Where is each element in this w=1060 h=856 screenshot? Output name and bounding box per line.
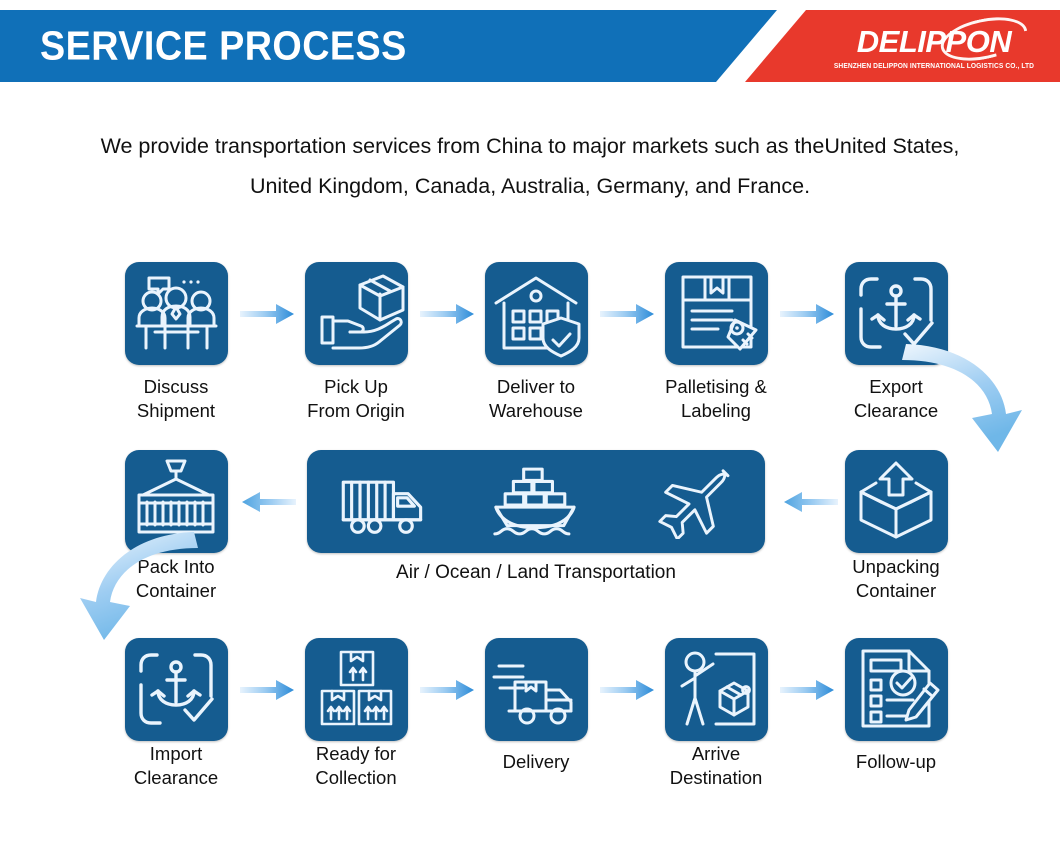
arrow-right-4 <box>780 301 836 327</box>
warehouse-shield-icon <box>494 276 581 358</box>
caption-line-1: Arrive <box>691 743 741 764</box>
step-caption-deliver-to-warehouse: Deliver to Warehouse <box>456 375 616 423</box>
arrow-left-1 <box>240 489 296 515</box>
step-caption-import-clearance: Import Clearance <box>96 742 256 790</box>
step-caption-arrive-destination: Arrive Destination <box>636 742 796 790</box>
step-tile-palletising-labeling[interactable] <box>665 262 768 365</box>
step-caption-palletising-labeling: Palletising & Labeling <box>636 375 796 423</box>
stacked-boxes-arrows-icon <box>320 650 393 726</box>
transport-modes-caption: Air / Ocean / Land Transportation <box>396 562 676 583</box>
caption-line-2: Container <box>855 580 937 601</box>
step-caption-discuss-shipment: Discuss Shipment <box>96 375 256 423</box>
truck-icon <box>337 465 429 539</box>
caption-line-1: Pick Up <box>324 376 388 397</box>
discussion-meeting-icon <box>135 276 218 350</box>
arrow-right-1 <box>240 301 296 327</box>
step-caption-delivery: Delivery <box>456 750 616 774</box>
caption-line-1: Palletising & <box>665 376 767 397</box>
step-tile-arrive-destination[interactable] <box>665 638 768 741</box>
cargo-ship-icon <box>490 465 582 539</box>
caption-line-1: Ready for <box>315 743 397 764</box>
hand-holding-box-icon <box>320 274 405 350</box>
arrow-curve-right-down <box>898 340 1038 465</box>
caption-line-1: Follow-up <box>855 751 937 772</box>
caption-line-2: Container <box>135 580 217 601</box>
caption-line-2: Clearance <box>133 767 219 788</box>
step-caption-export-clearance: Export Clearance <box>816 375 976 423</box>
arrow-right-6 <box>420 677 476 703</box>
logo-wordmark-text: DELIPPON <box>856 24 1012 59</box>
caption-line-2: Collection <box>315 767 397 788</box>
arrow-right-3 <box>600 301 656 327</box>
transport-modes-panel[interactable] <box>307 450 765 553</box>
airplane-icon <box>643 465 735 540</box>
intro-line-2: United Kingdom, Canada, Australia, Germa… <box>249 174 811 198</box>
company-logo: DELIPPON SHENZHEN DELIPPON INTERNATIONAL… <box>828 24 1040 82</box>
intro-paragraph: We provide transportation services from … <box>50 126 1010 206</box>
caption-line-1: Discuss <box>143 376 209 397</box>
step-caption-pick-up-from-origin: Pick Up From Origin <box>276 375 436 423</box>
step-tile-deliver-to-warehouse[interactable] <box>485 262 588 365</box>
caption-line-1: Import <box>149 743 203 764</box>
caption-line-2: Destination <box>669 767 763 788</box>
logo-tagline: SHENZHEN DELIPPON INTERNATIONAL LOGISTIC… <box>833 63 1035 70</box>
logo-wordmark: DELIPPON <box>828 24 1040 60</box>
step-tile-unpacking-container[interactable] <box>845 450 948 553</box>
step-caption-pack-into-container: Pack Into Container <box>96 555 256 603</box>
caption-line-1: Unpacking <box>852 556 940 577</box>
caption-line-2: From Origin <box>307 400 405 421</box>
open-box-arrow-up-icon <box>859 461 933 539</box>
intro-line-1: We provide transportation services from … <box>100 134 960 158</box>
caption-line-1: Deliver to <box>496 376 576 397</box>
caption-line-1: Delivery <box>502 751 570 772</box>
pallet-label-tag-icon <box>681 275 758 351</box>
caption-line-1: Export <box>869 376 923 397</box>
caption-line-2: Shipment <box>136 400 216 421</box>
caption-line-2: Clearance <box>853 400 939 421</box>
step-caption-unpacking-container: Unpacking Container <box>816 555 976 603</box>
step-caption-follow-up: Follow-up <box>816 750 976 774</box>
step-tile-discuss-shipment[interactable] <box>125 262 228 365</box>
caption-line-2: Labeling <box>681 400 751 421</box>
arrow-left-2 <box>782 489 838 515</box>
caption-line-2: Warehouse <box>489 400 583 421</box>
step-tile-import-clearance[interactable] <box>125 638 228 741</box>
step-caption-ready-for-collection: Ready for Collection <box>276 742 436 790</box>
step-tile-delivery[interactable] <box>485 638 588 741</box>
anchor-check-icon <box>139 653 214 725</box>
arrow-right-8 <box>780 677 836 703</box>
arrow-right-2 <box>420 301 476 327</box>
arrow-right-7 <box>600 677 656 703</box>
person-package-door-icon <box>680 651 756 726</box>
checklist-pencil-icon <box>861 649 940 728</box>
arrow-right-5 <box>240 677 296 703</box>
delivery-truck-icon <box>492 664 573 725</box>
step-tile-pick-up-from-origin[interactable] <box>305 262 408 365</box>
arrow-curve-left-down <box>62 528 202 653</box>
step-tile-follow-up[interactable] <box>845 638 948 741</box>
page-title: SERVICE PROCESS <box>40 22 407 69</box>
caption-line-1: Pack Into <box>137 556 215 577</box>
page-header: SERVICE PROCESS DELIPPON SHENZHEN DELIPP… <box>0 10 1060 82</box>
step-tile-ready-for-collection[interactable] <box>305 638 408 741</box>
